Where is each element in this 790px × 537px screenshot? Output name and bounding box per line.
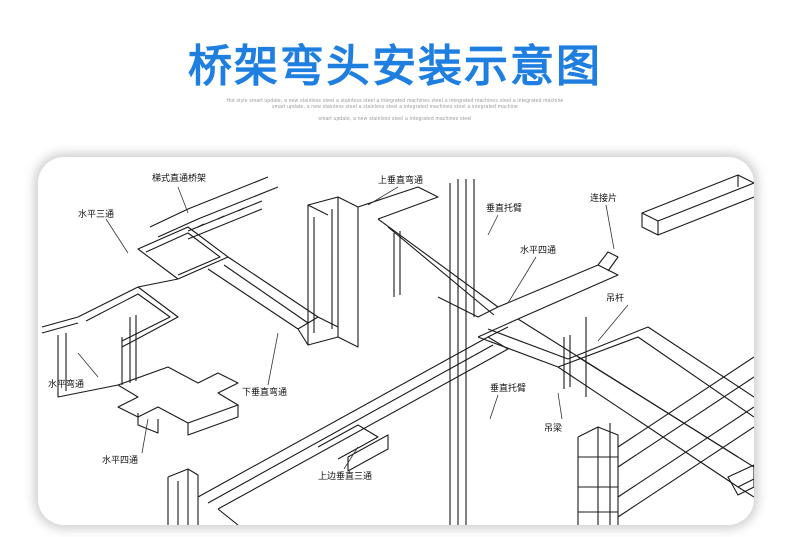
label-vertical-bracket-mid: 垂直托臂 <box>490 382 526 394</box>
label-horizontal-bend: 水平弯通 <box>48 378 84 390</box>
ladder-tray-shape <box>149 176 279 240</box>
upper-side-vertical-tee-shape <box>197 326 509 525</box>
label-hanger-rod: 吊杆 <box>606 292 624 304</box>
horizontal-tee-shape <box>77 226 319 348</box>
label-upper-vertical-bend: 上垂直弯通 <box>378 174 423 186</box>
installation-diagram: 梯式直通桥架 水平三通 上垂直弯通 垂直托臂 连接片 水平四通 吊杆 水平弯通 … <box>41 172 754 525</box>
label-horizontal-cross-top: 水平四通 <box>520 244 556 256</box>
label-upper-side-vertical-tee: 上边垂直三通 <box>318 470 372 482</box>
horizontal-bend-shape <box>41 316 123 398</box>
label-ladder-tray: 梯式直通桥架 <box>152 172 206 184</box>
lower-vertical-bend-shape <box>297 186 439 348</box>
connector-plate-shape <box>641 174 754 236</box>
hanger-rods <box>129 231 587 397</box>
lower-tray-shape <box>517 318 754 498</box>
vertical-post-shape <box>449 179 475 525</box>
diagram-card: 梯式直通桥架 水平三通 上垂直弯通 垂直托臂 连接片 水平四通 吊杆 水平弯通 … <box>38 157 754 525</box>
horizontal-cross-shape <box>377 218 754 418</box>
cable-ladder-rack-shape <box>577 356 754 525</box>
page-title: 桥架弯头安装示意图 <box>188 41 602 92</box>
bottom-left-box-shape <box>167 468 199 525</box>
horizontal-cross-bottom-shape <box>117 366 239 436</box>
label-horizontal-cross-bottom: 水平四通 <box>102 454 138 466</box>
subtitle-line-2: smart update, a new stainless steel a st… <box>271 104 519 110</box>
subtitle-line-1: Hot style smart update, a new stainless … <box>226 98 564 104</box>
label-vertical-bracket-top: 垂直托臂 <box>486 202 522 214</box>
leader-lines <box>77 186 629 470</box>
subtitle-line-3: smart update, a new stainless steel a in… <box>318 116 472 122</box>
label-hanger-beam: 吊梁 <box>544 422 562 434</box>
label-lower-vertical-bend: 下垂直弯通 <box>242 386 287 398</box>
label-connector-plate: 连接片 <box>590 192 617 204</box>
label-horizontal-tee: 水平三通 <box>78 208 114 220</box>
